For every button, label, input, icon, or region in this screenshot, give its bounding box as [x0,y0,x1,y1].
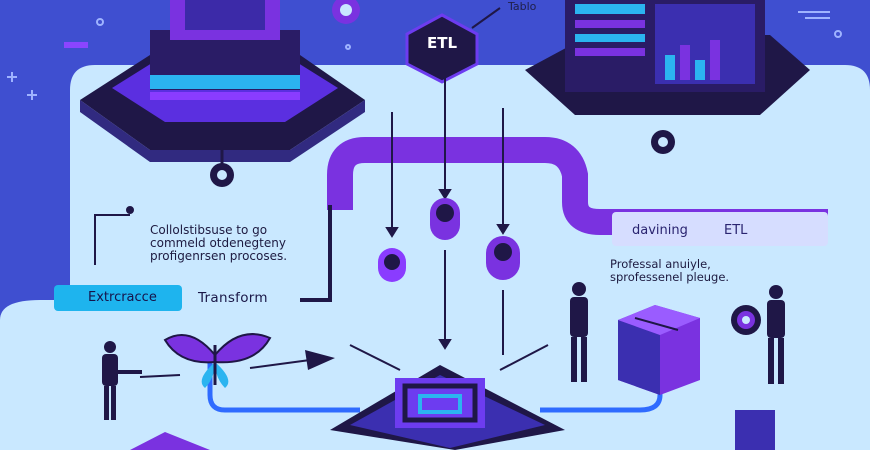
server-top-left [80,0,365,165]
pin-marker-1 [430,198,460,240]
left-description-line: commeld otdenegteny [150,236,286,250]
pin-marker-2 [378,248,406,282]
pointer-line [139,374,181,378]
cargo-boxes [618,305,700,395]
butterfly-icon [163,333,272,388]
etl-hex-label: ETL [426,34,458,52]
bottom-left-cube [130,432,210,450]
arrow-line-right [249,359,311,369]
right-description-line: Professal anuiyle, [610,257,711,271]
bottom-right-cube [735,410,775,450]
node-badge-right-dot [658,137,668,147]
right-description: Professal anuiyle, sprofessenel pleuge. [610,258,729,284]
central-processor [330,365,565,450]
etl-pill-etl: ETL [724,223,748,238]
dark-connector [300,205,332,302]
server-top-right [525,0,810,115]
person-left [102,341,142,420]
left-connector-dot [126,206,134,214]
right-description-line: sprofessenel pleuge. [610,270,730,284]
magnifier-icon [731,305,761,335]
flow-arrows [349,78,549,371]
left-connector [94,214,130,265]
purple-data-track [327,137,828,235]
left-description-line: profigenrsen procoses. [150,249,288,263]
left-description: Collolstibsuse to go commeld otdenegteny… [150,224,287,263]
etl-pill-text: davining [632,223,688,238]
etl-hexagon [405,13,479,84]
node-badge-left-dot [217,170,227,180]
bottom-flow-line [207,360,663,413]
person-right [767,285,785,384]
person-middle [570,282,588,382]
etl-pill: davining ETL [612,212,828,246]
left-description-line: Collolstibsuse to go [150,223,268,237]
transform-label: Transform [198,290,268,306]
purple-dots-icon [64,42,88,48]
extract-label: Extrcracce [88,290,157,305]
top-right-note: Tablo [508,0,537,13]
pin-marker-3 [486,236,520,280]
gear-icon [332,0,360,24]
extract-pill: Extrcracce [54,285,182,311]
arrow-head-icon [305,350,335,370]
top-arrow [471,7,501,29]
